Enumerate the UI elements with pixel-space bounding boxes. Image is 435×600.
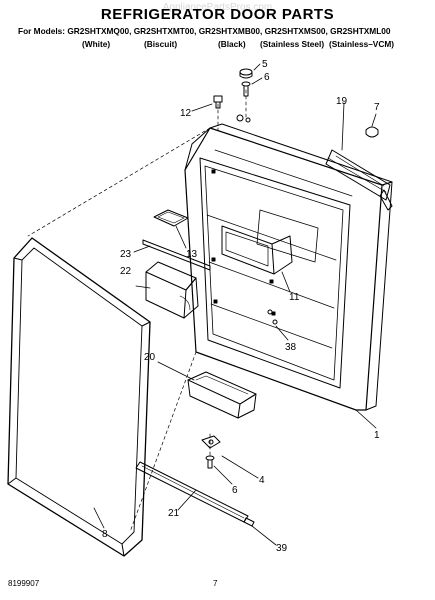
part-13-tray [153,209,189,227]
projection-lines [27,89,247,533]
part-6-screw-bottom [205,455,215,469]
callout-7: 7 [374,102,380,113]
callout-20: 20 [144,352,156,363]
watermark: AppliancePartsPros.com [162,2,273,13]
callout-6-bottom: 6 [232,485,238,496]
callout-12: 12 [180,108,192,119]
color-label-white: (White) [82,39,111,49]
color-label-stainless: (Stainless Steel) [260,39,325,49]
door-gasket [7,237,151,557]
callout-1: 1 [374,430,380,441]
page-title: REFRIGERATOR DOOR PARTS [100,6,335,23]
callout-labels: 1 4 5 6 6 7 8 11 12 13 19 20 21 22 23 38… [102,59,380,554]
callout-5: 5 [262,59,268,70]
page-number: 7 [213,579,218,588]
part-39-screw [243,517,255,527]
leader-lines [93,63,377,546]
callout-23: 23 [120,249,132,260]
callout-6-top: 6 [264,72,270,83]
models-line: For Models: GR2SHTXMQ00, GR2SHTXMT00, GR… [18,26,391,36]
color-label-stainless-vcm: (Stainless–VCM) [329,39,395,49]
callout-8: 8 [102,529,108,540]
part-20-door-bin [187,371,257,419]
doc-number: 8199907 [8,579,40,588]
part-23-bar [142,239,211,271]
part-6-screw-top [241,81,251,97]
part-5-plug [239,68,253,79]
part-12-screw [213,95,223,109]
door-handle [325,149,393,211]
callout-22: 22 [120,266,132,277]
part-38-screws [267,309,278,325]
part-11-dairy [221,225,293,275]
color-label-black: (Black) [218,39,246,49]
callout-11: 11 [289,292,300,303]
callout-21: 21 [168,508,180,519]
callout-13: 13 [186,249,198,260]
color-label-biscuit: (Biscuit) [144,39,178,49]
part-22-bin [145,261,199,319]
door-assembly [184,114,393,411]
callout-4: 4 [259,475,265,486]
callout-39: 39 [276,543,288,554]
callout-38: 38 [285,342,297,353]
callout-19: 19 [336,96,348,107]
part-4-hinge [201,435,221,449]
part-7-cap [365,126,379,138]
